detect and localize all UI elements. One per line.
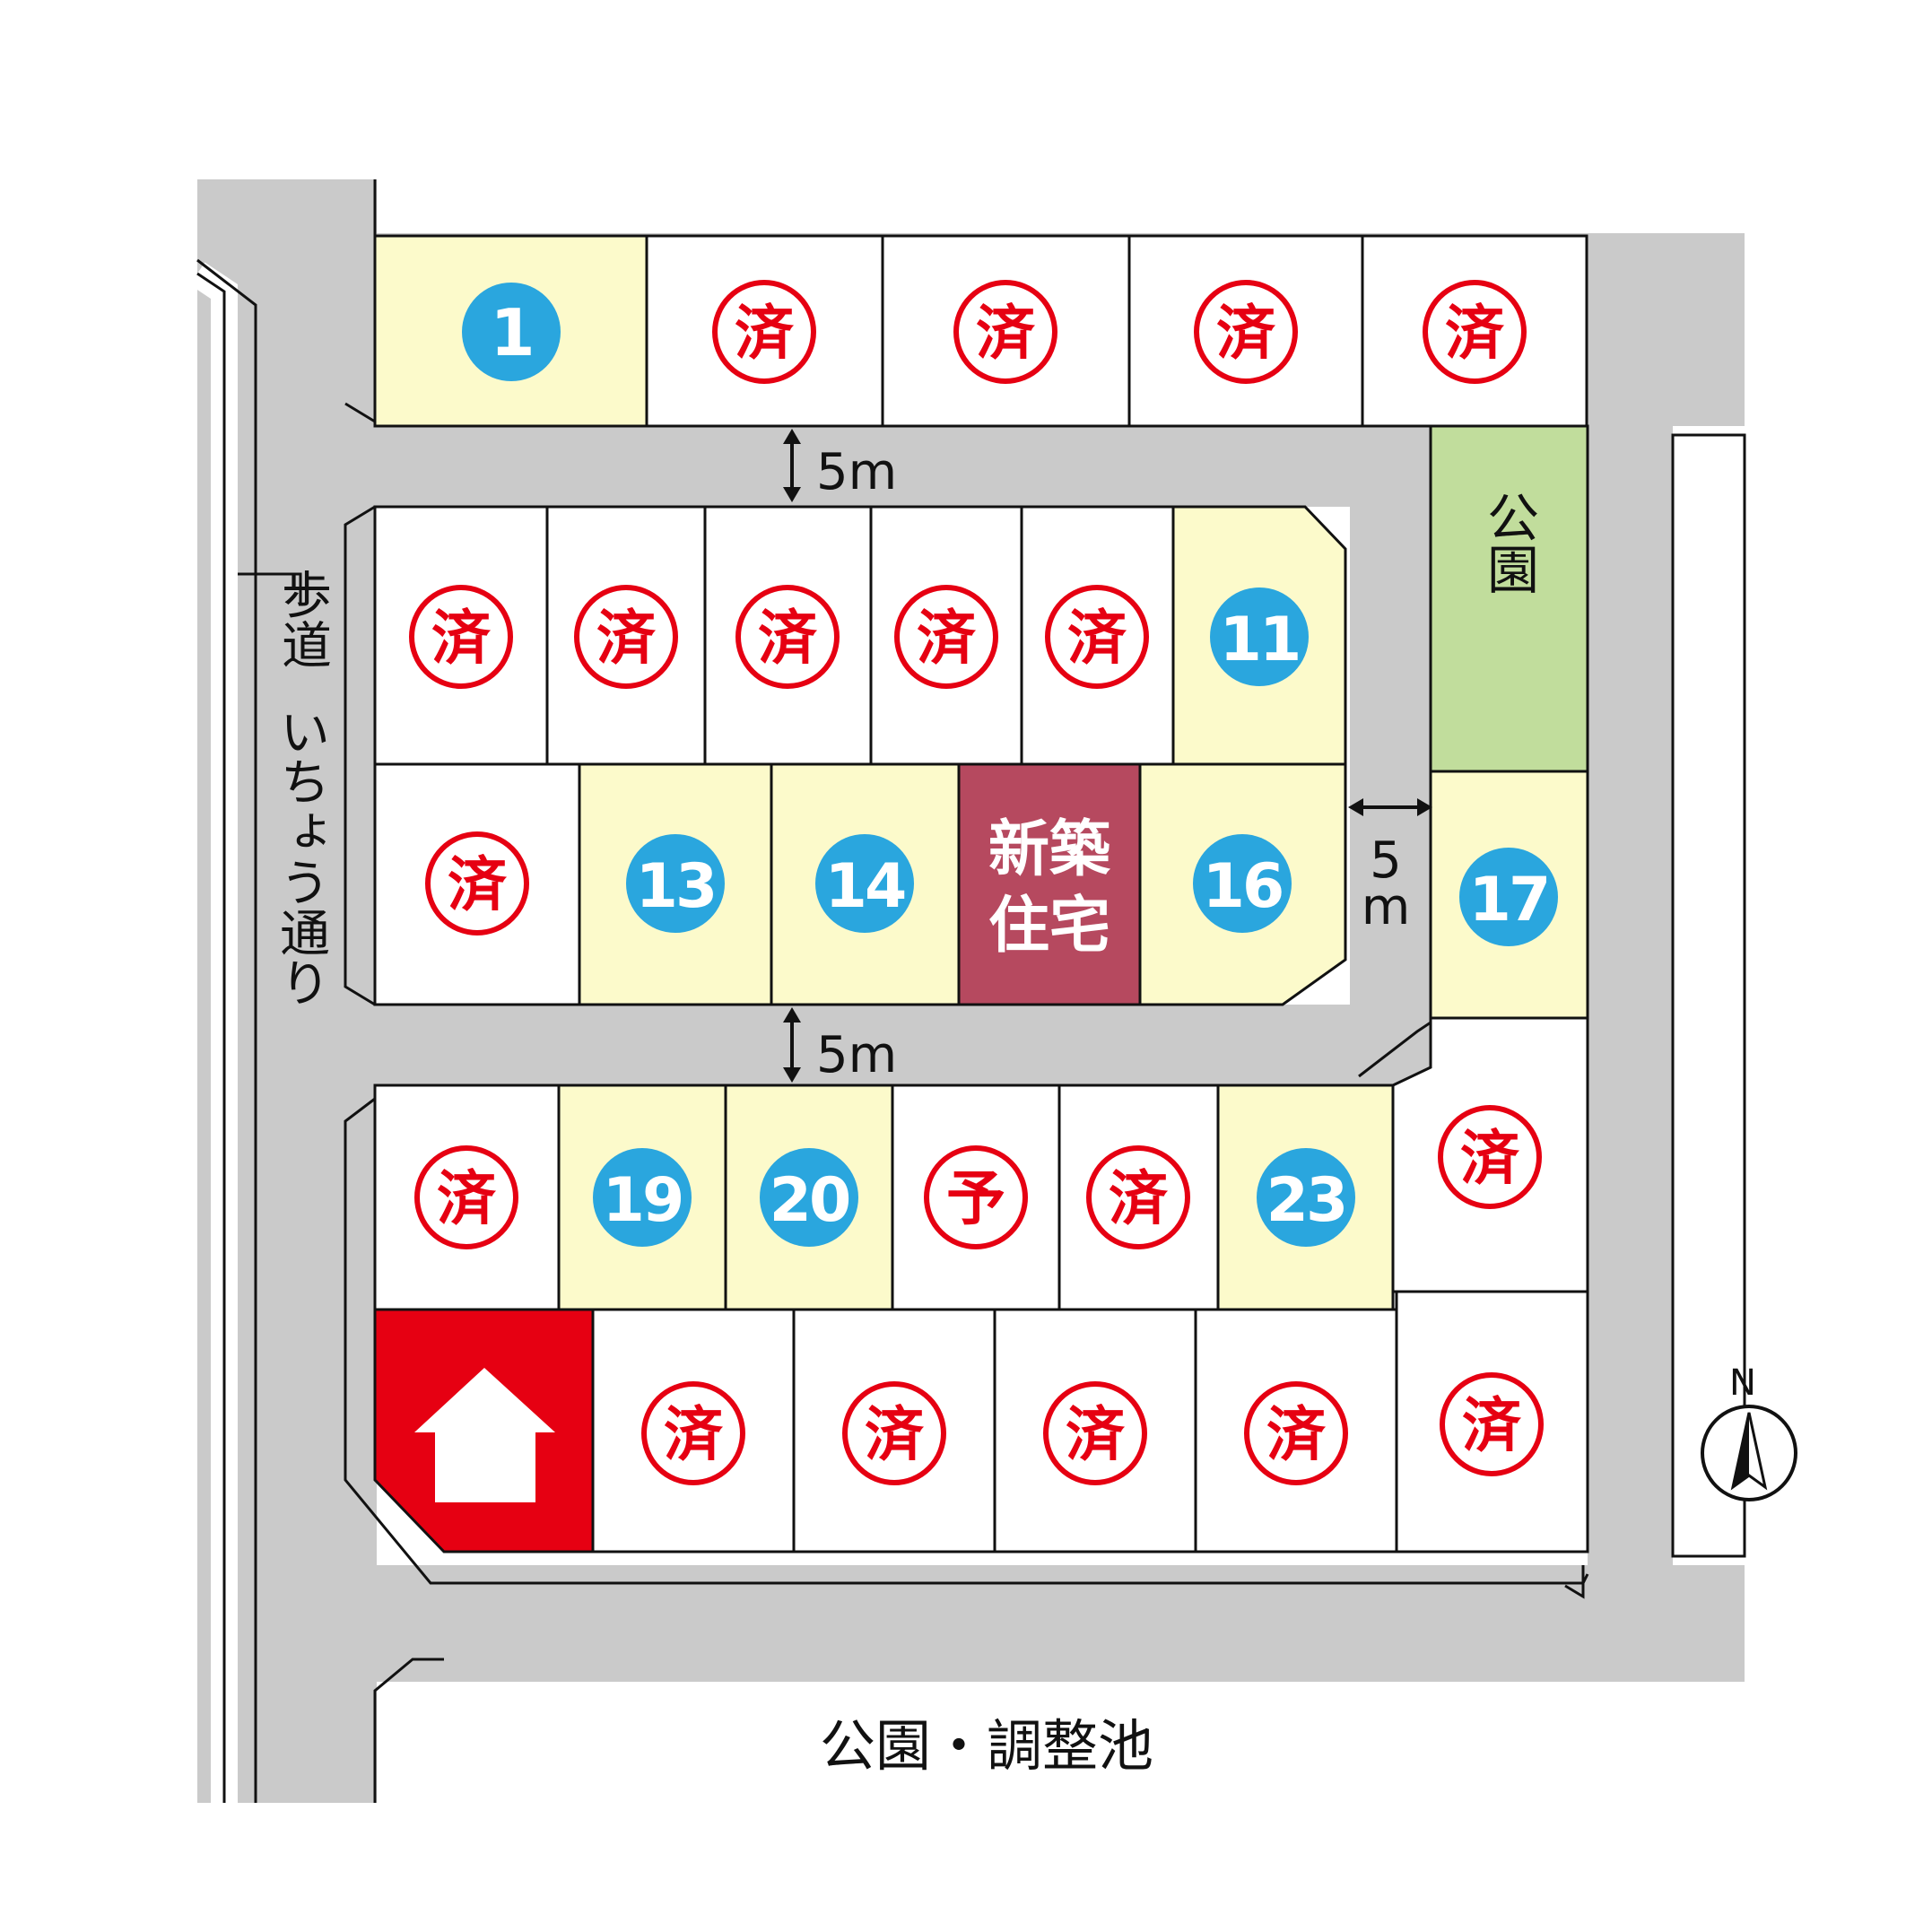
sidewalk-label: 歩道 — [274, 569, 332, 669]
house-icon — [414, 1368, 555, 1502]
compass: N — [1701, 1362, 1797, 1501]
lot-number: 14 — [825, 851, 905, 922]
road-width-middle: 5m — [783, 1007, 897, 1084]
sold-stamp — [1086, 1145, 1190, 1249]
svg-text:5: 5 — [1370, 831, 1402, 890]
sold-stamp-text: 済 — [448, 850, 508, 919]
sold-stamp — [574, 585, 678, 689]
reserved-stamp-text: 予 — [946, 1164, 1005, 1233]
svg-text:5m: 5m — [816, 443, 897, 501]
sold-stamp — [1438, 1105, 1542, 1209]
lot-15[interactable] — [957, 762, 1142, 1006]
park-label: 公園 — [1478, 491, 1539, 595]
sold-stamp-text: 済 — [664, 1400, 724, 1469]
sold-stamp — [1045, 585, 1149, 689]
sold-stamp-text: 済 — [596, 604, 657, 673]
road-width-right: 5 m — [1348, 798, 1432, 936]
lot-number: 20 — [770, 1165, 849, 1236]
lot-number-badge — [593, 1148, 692, 1247]
sold-stamp — [842, 1381, 946, 1485]
lot-number-badge — [1459, 848, 1558, 946]
sold-stamp-text: 済 — [431, 604, 492, 673]
sold-stamp — [1043, 1381, 1147, 1485]
sold-stamp — [425, 831, 529, 936]
sold-stamp — [414, 1145, 518, 1249]
sold-stamp — [641, 1381, 745, 1485]
sold-stamp — [712, 280, 816, 384]
sold-stamp-text: 済 — [758, 604, 818, 673]
east-blank — [1671, 433, 1746, 1558]
sold-stamp-text: 済 — [1067, 604, 1127, 673]
compass-label: N — [1729, 1362, 1756, 1404]
lot-number-badge — [760, 1148, 858, 1247]
lot-number-badge — [626, 834, 725, 933]
sold-stamp — [1423, 280, 1527, 384]
lot-number: 16 — [1203, 851, 1283, 922]
park — [1429, 424, 1589, 773]
sold-stamp — [409, 585, 513, 689]
sold-stamp-text: 済 — [865, 1400, 925, 1469]
sold-stamp-text: 済 — [917, 604, 977, 673]
sold-stamp-text: 済 — [1462, 1391, 1522, 1460]
sold-stamp-text: 済 — [1445, 299, 1505, 368]
sold-stamp — [894, 585, 998, 689]
svg-text:m: m — [1362, 878, 1411, 936]
lot-number: 17 — [1469, 865, 1549, 936]
lot-number: 19 — [603, 1165, 683, 1236]
sold-stamp — [1440, 1372, 1544, 1476]
lot-number: 11 — [1220, 605, 1300, 675]
lot-number-badge — [1193, 834, 1292, 933]
sold-stamp-text: 済 — [1266, 1400, 1327, 1469]
new-house-label-line2: 住宅 — [988, 891, 1110, 962]
sold-stamp-text: 済 — [437, 1164, 497, 1233]
svg-text:5m: 5m — [816, 1026, 897, 1084]
lot-number: 13 — [636, 851, 716, 922]
sold-stamp-text: 済 — [976, 299, 1036, 368]
sidewalk-line — [196, 272, 226, 1803]
lot-number-badge — [462, 283, 561, 381]
road-width-top: 5m — [783, 429, 897, 502]
sold-stamp-text: 済 — [1460, 1124, 1520, 1193]
sold-stamp — [953, 280, 1057, 384]
avenue-label: いちょう通り — [272, 706, 330, 1007]
sold-stamp-text: 済 — [1066, 1400, 1126, 1469]
sold-stamp — [1194, 280, 1298, 384]
sold-stamp — [1244, 1381, 1348, 1485]
lot-number-badge — [1210, 587, 1309, 686]
sold-stamp — [735, 585, 840, 689]
reserved-stamp — [924, 1145, 1028, 1249]
sidewalk-pointer — [238, 572, 302, 605]
sold-stamp-text: 済 — [1109, 1164, 1169, 1233]
sold-stamp-text: 済 — [1216, 299, 1276, 368]
lot-number: 23 — [1266, 1165, 1346, 1236]
lot-number-badge — [1257, 1148, 1355, 1247]
new-house-label-line1: 新築 — [988, 814, 1111, 885]
bottom-area-label: 公園・調整池 — [820, 1713, 1153, 1779]
sold-stamp-text: 済 — [735, 299, 795, 368]
lot-number-badge — [815, 834, 914, 933]
lot-number: 1 — [490, 295, 532, 370]
